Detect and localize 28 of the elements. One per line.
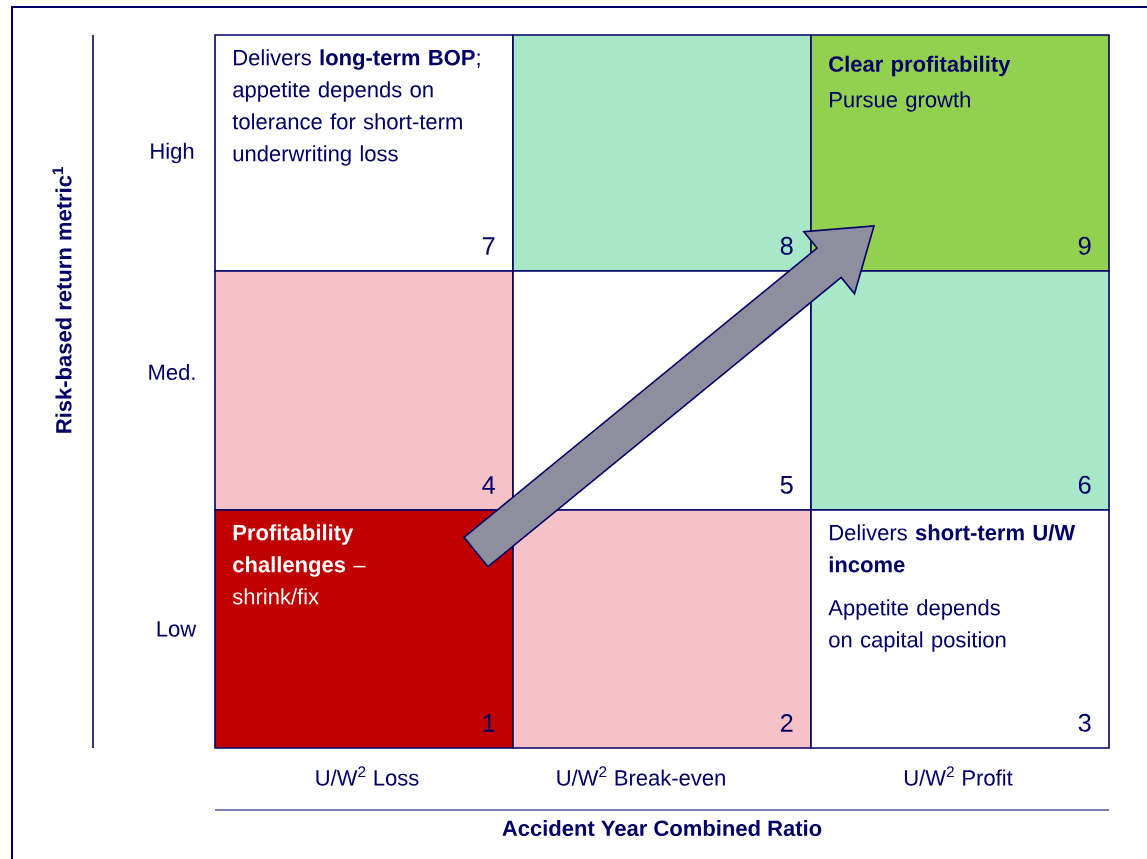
matrix-cell [214,34,514,272]
axis-label: High [151,142,194,164]
cell-number: 7 [482,237,495,255]
cell-number: 3 [1078,713,1091,732]
axis-label: Med. [149,363,195,381]
matrix-cell [512,509,812,749]
matrix-cell [214,270,514,511]
axis-title: Risk-based return metric$^{1}$ [52,166,72,433]
cell-number: 4 [482,476,495,494]
matrix-cell [512,34,812,272]
cell-number: 5 [780,476,793,494]
axis-title: Accident Year Combined Ratio [502,819,822,837]
cell-text: Pursue growth [830,91,970,112]
cell-text: Appetite depends on capital position [828,599,1006,652]
cell-number: 2 [780,714,793,732]
matrix-cell [810,270,1110,511]
cell-number: 9 [1078,236,1091,255]
cell-number: 1 [483,714,495,732]
axis-label: U/W$^{2}$ Break-even [557,766,725,786]
cell-number: 6 [1078,475,1091,494]
cell-text: Profitability challenges – shrink/fix [232,524,366,605]
cell-text: Delivers long-term BOP; appetite depends on tolerance for short-term underwriting loss [232,49,480,166]
matrix-cell [810,34,1110,272]
cell-text: Clear profitability [829,55,1011,77]
cell-text: Delivers short-term U/W income [829,524,1076,573]
matrix-cell [214,509,514,749]
cell-number: 8 [780,236,793,255]
matrix-cell [810,509,1110,749]
